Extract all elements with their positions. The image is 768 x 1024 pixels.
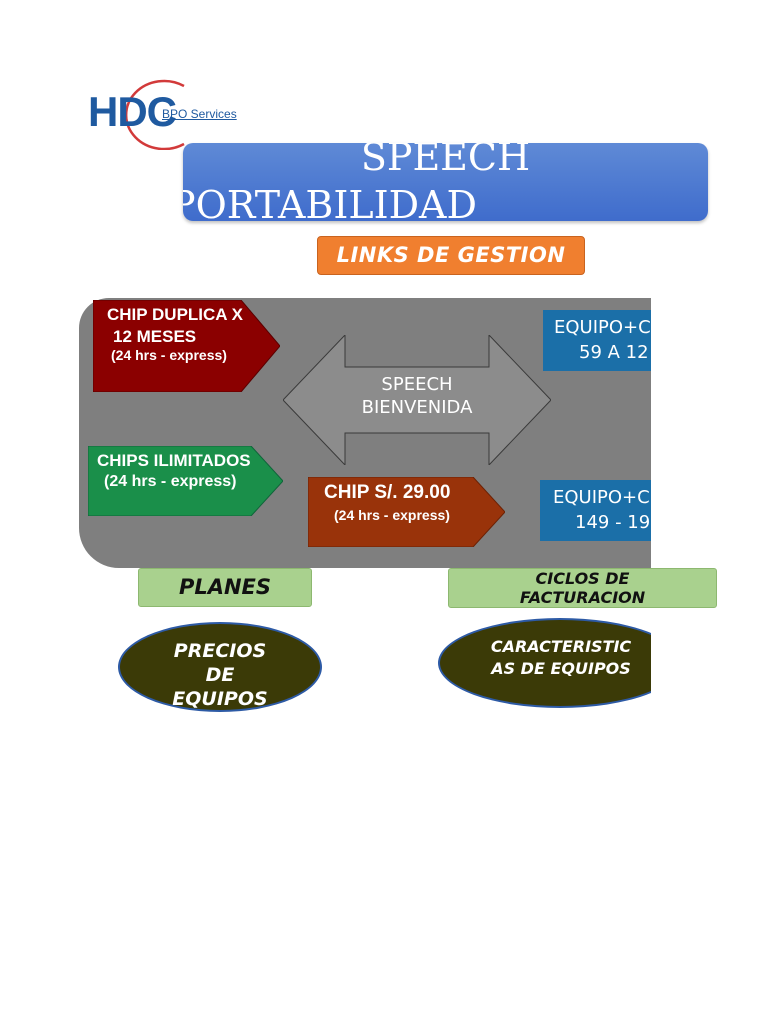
caracteristicas-clip: CARACTERISTIC AS DE EQUIPOS: [436, 616, 651, 710]
caracteristicas-equipos-button[interactable]: CARACTERISTIC AS DE EQUIPOS: [438, 618, 651, 708]
double-arrow-icon: [283, 335, 551, 465]
precios-equipos-button[interactable]: PRECIOS DE EQUIPOS: [118, 622, 322, 712]
chip-duplica-line3: (24 hrs - express): [111, 347, 227, 363]
chip-29-shape-icon: [308, 477, 505, 547]
title-line-2: PORTABILIDAD: [183, 183, 477, 221]
equipo-bottom-link[interactable]: EQUIPO+C 149 - 19: [540, 480, 651, 541]
equipo-top-line1: EQUIPO+C: [554, 317, 651, 338]
caracteristicas-line1: CARACTERISTIC: [490, 637, 632, 656]
equipo-top-link[interactable]: EQUIPO+C 59 A 12: [543, 310, 651, 371]
precios-line3: EQUIPOS: [172, 688, 268, 710]
equipo-bottom-line1: EQUIPO+C: [553, 487, 650, 508]
equipo-top-line2: 59 A 12: [579, 342, 649, 363]
chip-duplica-link[interactable]: CHIP DUPLICA X 12 MESES (24 hrs - expres…: [93, 300, 280, 392]
chips-ilimitados-line1: CHIPS ILIMITADOS: [97, 451, 251, 470]
precios-line2: DE: [205, 664, 235, 686]
chip-29-line1: CHIP S/. 29.00: [324, 482, 451, 503]
chip-duplica-line2: 12 MESES: [113, 327, 197, 346]
chip-29-line2: (24 hrs - express): [334, 507, 450, 523]
chips-ilimitados-line2: (24 hrs - express): [104, 473, 237, 490]
chip-29-link[interactable]: CHIP S/. 29.00 (24 hrs - express): [308, 477, 505, 547]
title-banner: SPEECH PORTABILIDAD: [183, 143, 708, 221]
ciclos-line1: CICLOS DE: [535, 569, 630, 588]
links-de-gestion-button[interactable]: LINKS DE GESTION: [317, 236, 585, 275]
speech-bienvenida-line2: BIENVENIDA: [361, 397, 473, 418]
logo-ring-icon: [124, 79, 185, 150]
title-line-1: SPEECH: [360, 143, 531, 179]
logo-hdc-text: HDC: [88, 88, 177, 135]
ciclos-line2: FACTURACION: [519, 588, 646, 607]
caracteristicas-line2: AS DE EQUIPOS: [491, 659, 631, 678]
planes-button[interactable]: PLANES: [138, 568, 312, 607]
ciclos-facturacion-button[interactable]: CICLOS DE FACTURACION: [448, 568, 717, 608]
logo-bpo-text: BPO Services: [162, 107, 237, 121]
chips-ilimitados-shape-icon: [88, 446, 283, 516]
speech-bienvenida-link[interactable]: SPEECH BIENVENIDA: [283, 335, 551, 465]
hdc-logo: HDC BPO Services: [88, 78, 238, 150]
speech-bienvenida-line1: SPEECH: [381, 374, 453, 395]
chips-ilimitados-link[interactable]: CHIPS ILIMITADOS (24 hrs - express): [88, 446, 283, 516]
equipo-bottom-line2: 149 - 19: [575, 512, 651, 533]
precios-line1: PRECIOS: [173, 640, 267, 662]
chip-duplica-line1: CHIP DUPLICA X: [107, 305, 244, 324]
chip-duplica-shape-icon: [93, 300, 280, 392]
